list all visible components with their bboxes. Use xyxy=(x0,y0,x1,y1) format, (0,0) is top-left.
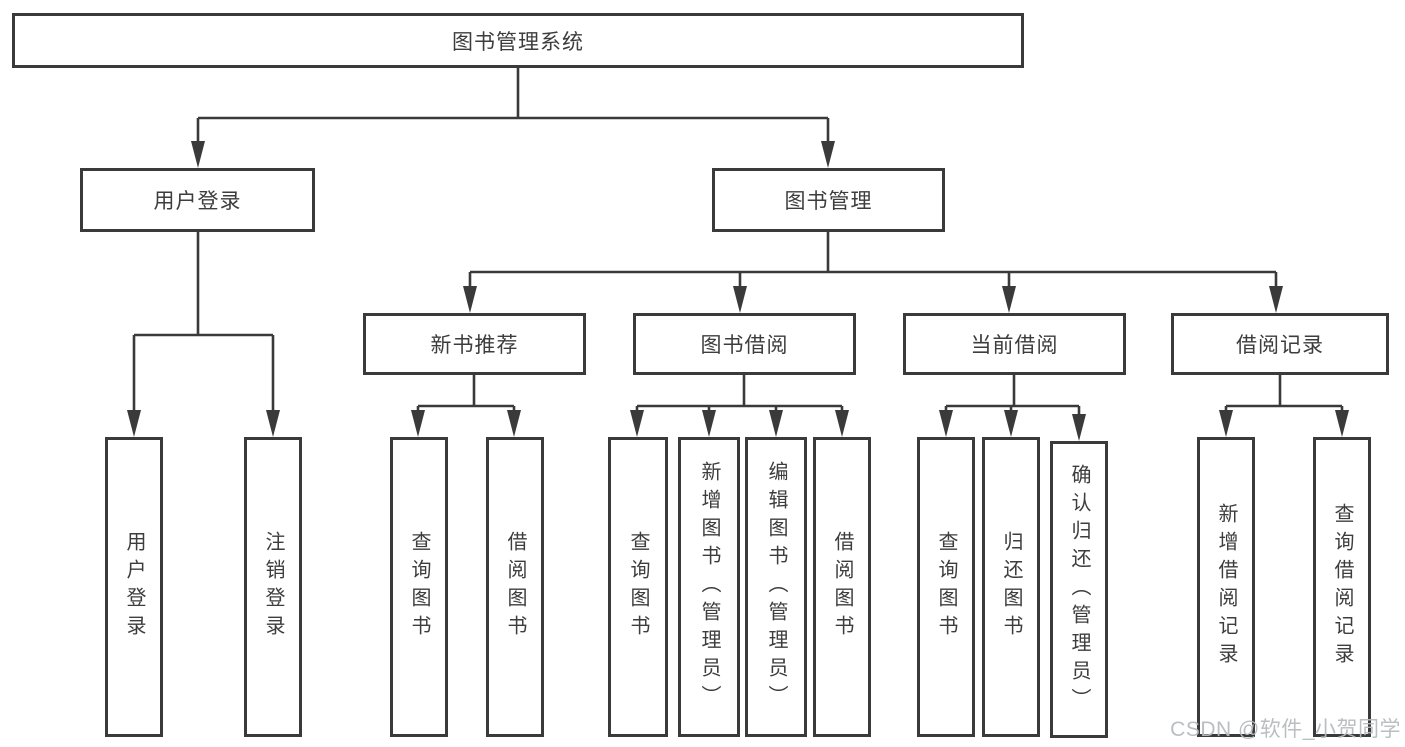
leaf-query-books: 查询图书 xyxy=(390,437,448,737)
node-label: 归还图书 xyxy=(1000,531,1022,643)
node-book-borrowing: 图书借阅 xyxy=(633,313,856,375)
leaf-add-books-admin: 新增图书（管理员） xyxy=(678,437,740,737)
node-label: 借阅记录 xyxy=(1236,334,1324,357)
node-label: 借阅图书 xyxy=(831,531,853,643)
node-label: 确认归还（管理员） xyxy=(1068,463,1090,716)
node-label: 借阅图书 xyxy=(504,531,526,643)
node-borrowing-records: 借阅记录 xyxy=(1171,313,1389,375)
leaf-query-books-3: 查询图书 xyxy=(917,437,975,737)
leaf-edit-books-admin: 编辑图书（管理员） xyxy=(745,437,807,737)
leaf-add-borrow-record: 新增借阅记录 xyxy=(1197,437,1255,737)
leaf-return-books: 归还图书 xyxy=(982,437,1040,737)
leaf-query-borrow-record: 查询借阅记录 xyxy=(1313,437,1371,737)
node-label: 新增图书（管理员） xyxy=(698,461,720,713)
leaf-user-login: 用户登录 xyxy=(105,437,163,737)
node-label: 新增借阅记录 xyxy=(1215,503,1237,671)
leaf-query-books-2: 查询图书 xyxy=(608,437,668,737)
leaf-confirm-return-admin: 确认归还（管理员） xyxy=(1050,441,1108,738)
node-library-management-system: 图书管理系统 xyxy=(12,13,1024,68)
node-label: 图书管理 xyxy=(784,190,873,213)
node-label: 查询图书 xyxy=(627,531,649,643)
node-label: 图书借阅 xyxy=(700,334,789,357)
node-label: 图书管理系统 xyxy=(452,30,584,54)
node-user-login: 用户登录 xyxy=(80,168,315,232)
node-label: 用户登录 xyxy=(153,190,242,213)
node-label: 新书推荐 xyxy=(430,334,519,357)
node-label: 查询图书 xyxy=(935,531,957,643)
leaf-borrow-books-2: 借阅图书 xyxy=(813,437,871,737)
leaf-logout: 注销登录 xyxy=(244,437,302,737)
node-new-book-recommendation: 新书推荐 xyxy=(363,313,586,375)
watermark-text: CSDN @软件_小贺同学 xyxy=(1170,718,1401,741)
node-label: 编辑图书（管理员） xyxy=(765,461,787,713)
node-label: 用户登录 xyxy=(123,531,145,643)
leaf-borrow-books: 借阅图书 xyxy=(486,437,544,737)
node-book-management: 图书管理 xyxy=(712,168,945,232)
node-current-borrowing: 当前借阅 xyxy=(903,313,1126,375)
node-label: 注销登录 xyxy=(262,531,284,643)
node-label: 查询借阅记录 xyxy=(1331,503,1353,671)
node-label: 当前借阅 xyxy=(970,334,1059,357)
node-label: 查询图书 xyxy=(408,531,430,643)
